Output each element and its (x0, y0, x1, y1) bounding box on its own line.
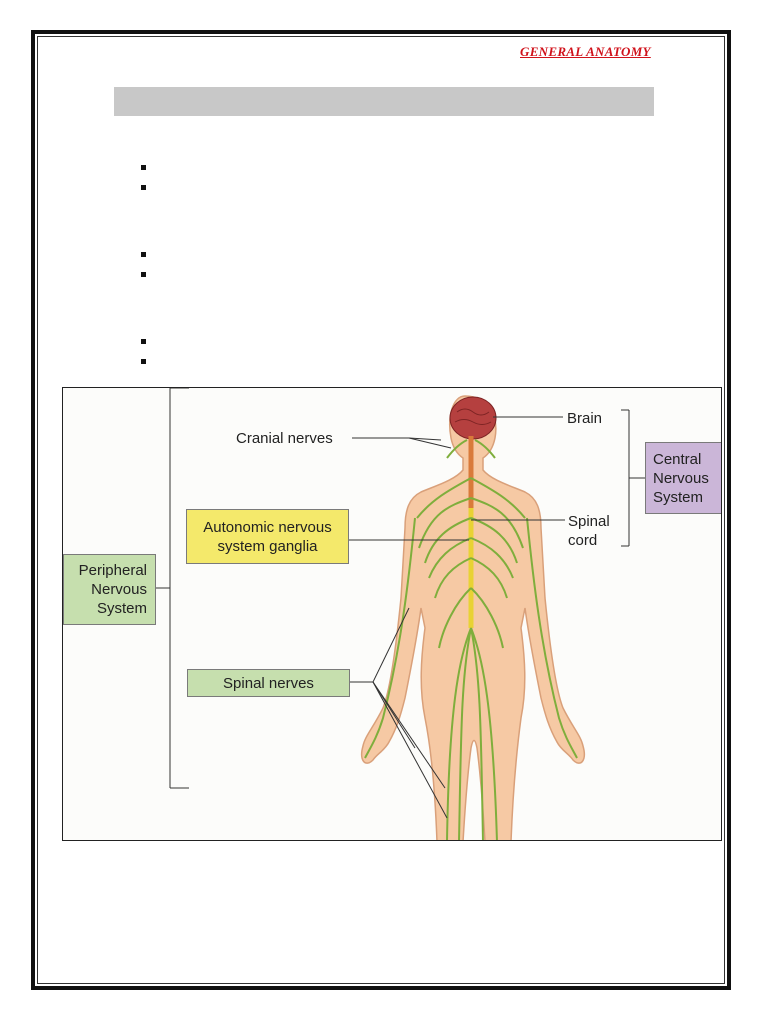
nervous-system-figure: Cranial nerves Brain Spinal cord Central… (62, 387, 722, 841)
bullet (141, 165, 146, 170)
title-bar (114, 87, 654, 116)
bullet (141, 185, 146, 190)
spinal-cord-label: Spinal cord (568, 512, 610, 550)
cranial-nerves-label: Cranial nerves (236, 430, 333, 447)
autonomic-ganglia-box: Autonomic nervous system ganglia (186, 509, 349, 564)
cns-label-line: Central (653, 450, 702, 468)
pns-label-line: Peripheral (78, 562, 147, 579)
ans-label-line: Autonomic nervous (203, 518, 332, 536)
leader-lines (156, 388, 645, 819)
central-nervous-system-box: Central Nervous System (645, 442, 721, 514)
brain-shape (449, 396, 497, 440)
spinal-cord-label-line: cord (568, 532, 598, 549)
page-border (31, 30, 731, 990)
cns-label-line: Nervous (653, 469, 709, 487)
pns-label-line: System (96, 600, 147, 617)
peripheral-nervous-system-box: Peripheral Nervous System (63, 554, 156, 625)
bullet (141, 252, 146, 257)
bullet (141, 359, 146, 364)
bullet (141, 272, 146, 277)
spinal-nerves-box: Spinal nerves (187, 669, 350, 697)
anatomy-illustration (156, 388, 645, 840)
ans-label-line: system ganglia (217, 537, 318, 555)
bullet (141, 339, 146, 344)
nerve-network (364, 439, 578, 840)
cns-label-line: System (653, 488, 704, 506)
brain-label: Brain (567, 410, 603, 427)
header-title: GENERAL ANATOMY (520, 44, 651, 59)
pns-label-line: Nervous (91, 581, 147, 598)
spinal-cord-label-line: Spinal (568, 513, 610, 530)
